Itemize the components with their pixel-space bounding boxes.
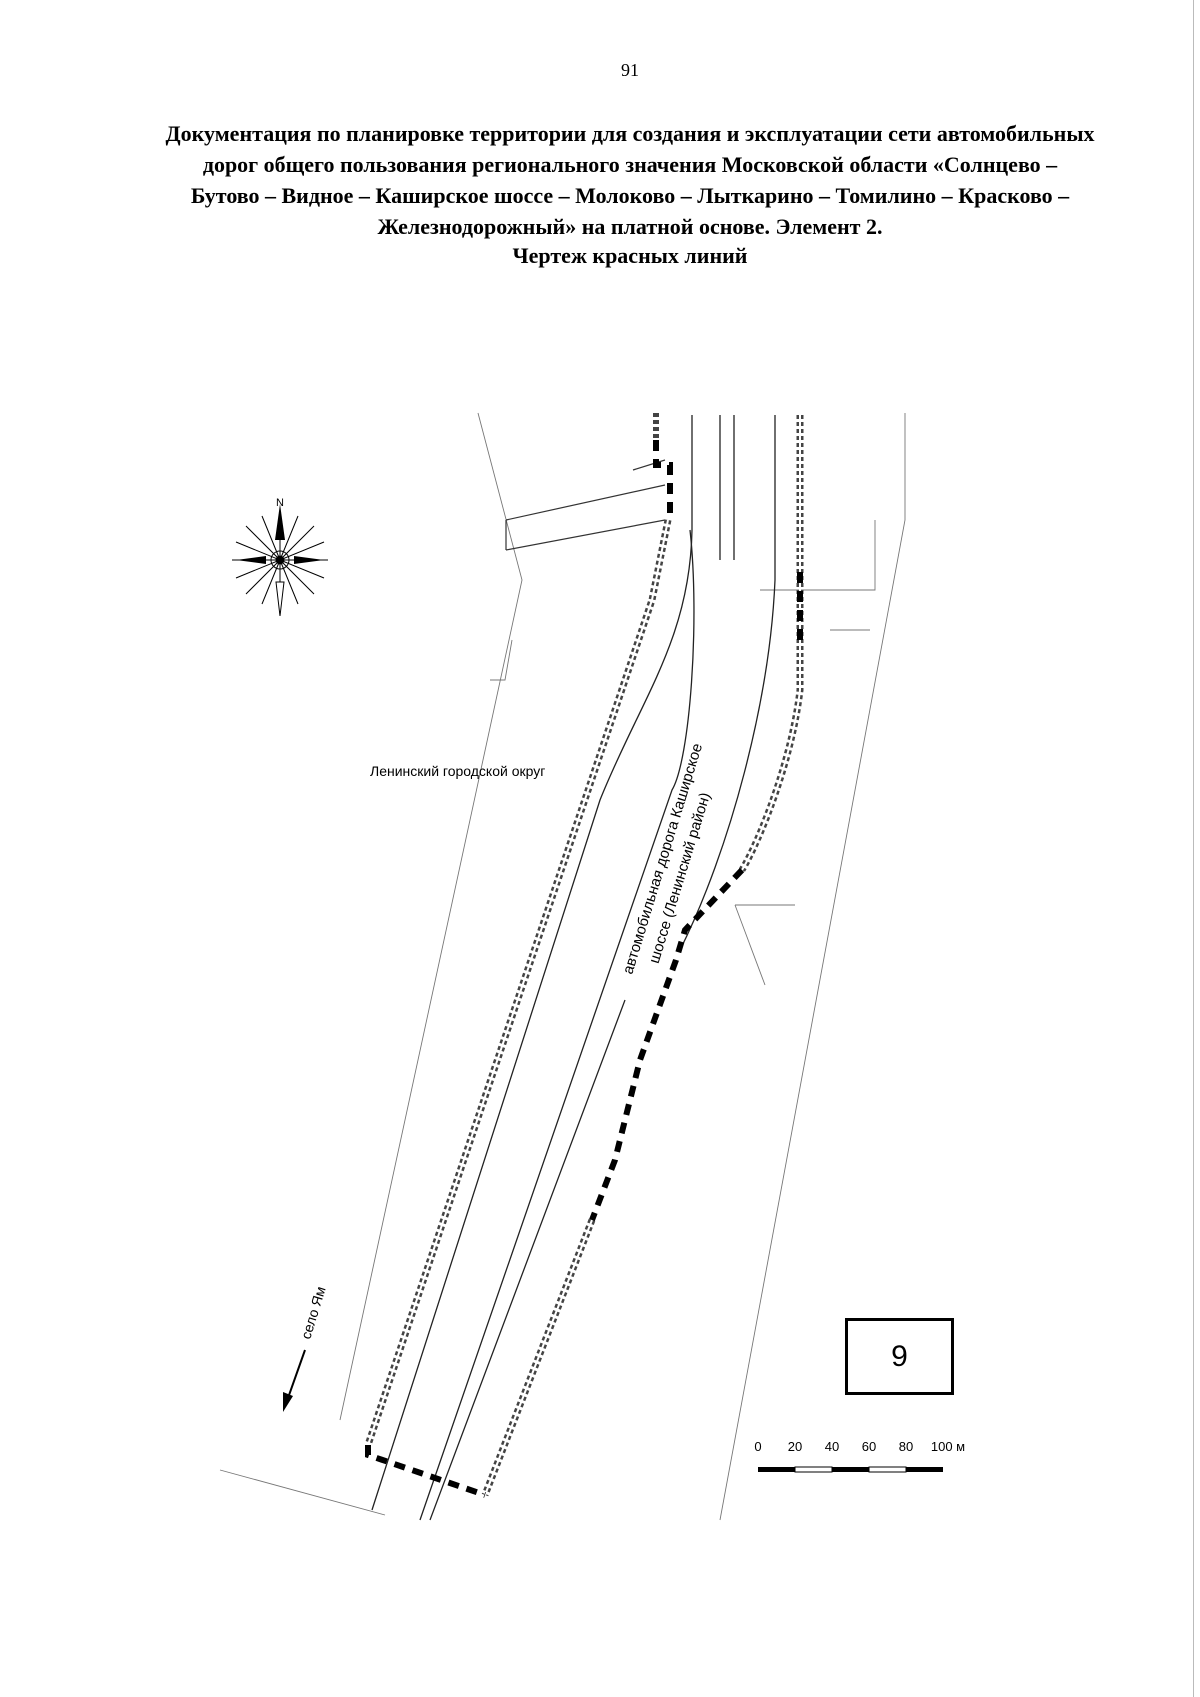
scale-tick-0: 0: [754, 1439, 761, 1454]
scale-bar: 0 20 40 60 80 100 м: [754, 1439, 965, 1473]
sheet-number-box: 9: [845, 1318, 954, 1395]
red-line-east-inner: [741, 415, 801, 871]
title-line-2: дорог общего пользования регионального з…: [202, 152, 1058, 177]
parcel-divider-3: [734, 904, 766, 986]
left-notch: [490, 639, 513, 681]
left-parcel-boundary: [339, 412, 523, 1421]
road-edge-3: [679, 415, 776, 951]
parcel-boundaries: [219, 412, 906, 1521]
planned-boundary-bottom: [365, 1445, 486, 1498]
red-line-west: [364, 519, 672, 1447]
planned-boundary-top: [653, 440, 673, 520]
red-line-west-inner: [367, 519, 669, 1446]
direction-arrow-icon: [283, 1349, 306, 1412]
scale-tick-60: 60: [862, 1439, 876, 1454]
red-line-south-inner: [484, 1219, 593, 1496]
title-line-3: Бутово – Видное – Каширское шоссе – Моло…: [190, 183, 1070, 208]
scale-tick-40: 40: [825, 1439, 839, 1454]
bottom-boundary: [219, 1469, 386, 1516]
road-edge-4: [429, 999, 626, 1521]
page-number: 91: [621, 60, 639, 80]
sheet-number: 9: [891, 1339, 908, 1373]
side-road: [505, 459, 666, 551]
scale-tick-80: 80: [899, 1439, 913, 1454]
direction-label: село Ям: [298, 1284, 329, 1340]
parcel-corner-right: [760, 520, 876, 591]
compass-north-label: N: [276, 497, 284, 509]
red-line-existing: [364, 413, 804, 1497]
title-line-4: Железнодорожный» на платной основе. Элем…: [377, 214, 883, 239]
road-edges: [371, 415, 776, 1521]
red-line-east: [738, 415, 804, 872]
road-edge-1: [371, 415, 693, 1511]
road-label: автомобильная дорога Каширское шоссе (Ле…: [620, 741, 715, 976]
compass-rose-icon: [232, 504, 328, 617]
scale-tick-100: 100 м: [931, 1439, 965, 1454]
right-parcel-boundary: [719, 413, 906, 1521]
scale-tick-20: 20: [788, 1439, 802, 1454]
road-edge-2: [419, 529, 695, 1521]
planned-boundary: [365, 440, 803, 1498]
document-title: Документация по планировке территории дл…: [100, 118, 1160, 242]
district-label: Ленинский городской округ: [370, 763, 545, 779]
page-edge: [1193, 0, 1194, 1697]
title-line-1: Документация по планировке территории дл…: [165, 121, 1095, 146]
drawing-title: Чертеж красных линий: [512, 243, 748, 268]
